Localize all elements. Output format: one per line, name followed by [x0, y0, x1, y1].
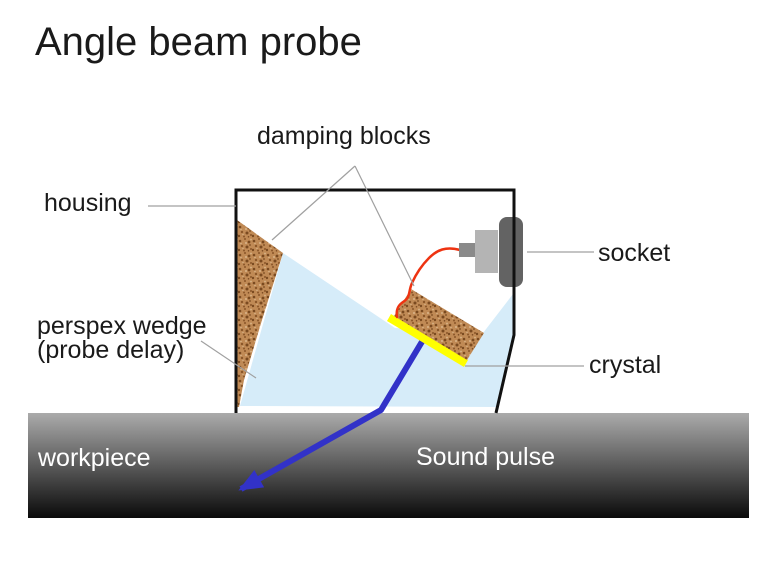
- label-crystal: crystal: [589, 351, 662, 379]
- damping-block-crystal: [394, 289, 484, 360]
- damping-leader-right: [354, 165, 415, 287]
- label-perspex-line1: perspex wedge: [37, 312, 207, 340]
- label-sound-pulse: Sound pulse: [416, 443, 556, 471]
- leader-lines: [148, 165, 594, 379]
- label-perspex-line2: (probe delay): [37, 336, 185, 364]
- workpiece-block: [28, 413, 749, 518]
- label-damping-blocks: damping blocks: [257, 122, 431, 150]
- label-perspex-wedge: perspex wedge (probe delay): [37, 312, 207, 364]
- damping-leader-left: [271, 165, 356, 241]
- socket-pin: [459, 243, 475, 257]
- perspex-wedge-shape: [240, 253, 515, 407]
- page-title: Angle beam probe: [35, 20, 362, 64]
- perspex-leader: [200, 340, 257, 379]
- damping-block-left: [236, 220, 283, 407]
- label-socket: socket: [598, 239, 671, 267]
- crystal-strip: [387, 314, 468, 367]
- label-workpiece: workpiece: [38, 444, 151, 472]
- socket-body: [475, 230, 498, 273]
- socket-connector: [459, 217, 523, 287]
- label-housing: housing: [44, 189, 132, 217]
- housing-outline: [234, 188, 516, 414]
- sound-pulse-arrow: [238, 338, 426, 492]
- socket-cap: [499, 217, 523, 287]
